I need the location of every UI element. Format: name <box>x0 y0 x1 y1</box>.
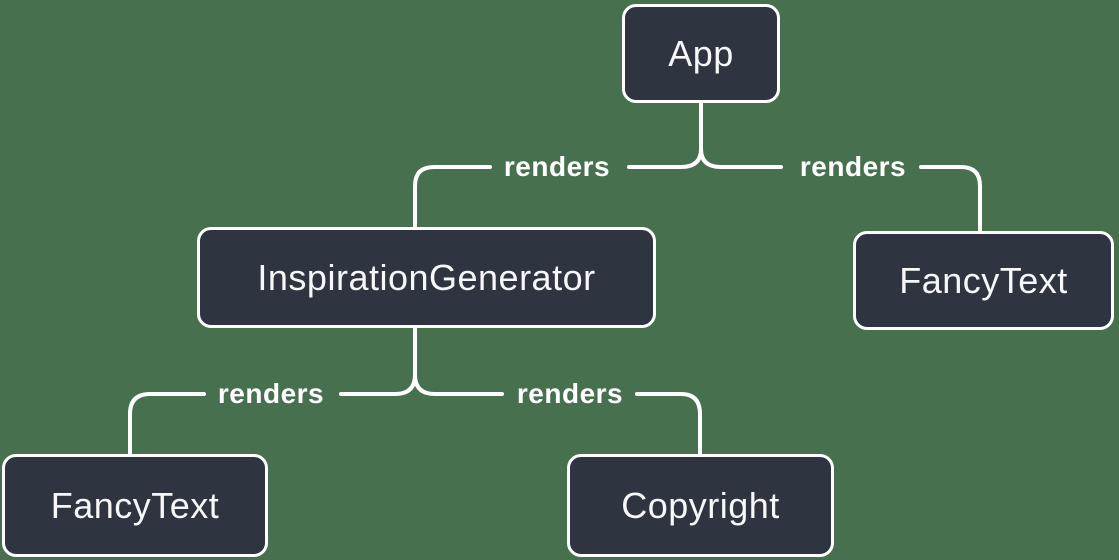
node-inspiration-generator: InspirationGenerator <box>197 227 656 328</box>
node-copyright-label: Copyright <box>621 484 780 526</box>
edge-ig-to-copyright-flare <box>413 373 504 396</box>
node-fancy-text-left: FancyText <box>2 454 268 557</box>
edge-label-app-to-fancy: renders <box>799 151 907 182</box>
edge-label-ig-to-fancy: renders <box>217 378 325 409</box>
edge-app-to-ig-flare <box>627 147 703 169</box>
edge-label-ig-to-copyright: renders <box>516 378 624 409</box>
edge-app-to-fancy <box>919 165 982 233</box>
edge-app-to-fancy-flare <box>699 147 783 169</box>
node-app-label: App <box>668 32 734 74</box>
node-inspiration-generator-label: InspirationGenerator <box>257 256 596 298</box>
node-fancy-text-right-label: FancyText <box>899 259 1068 301</box>
node-fancy-text-right: FancyText <box>853 231 1114 330</box>
edge-ig-to-copyright <box>635 392 702 456</box>
edge-ig-to-fancy <box>128 392 206 456</box>
node-fancy-text-left-label: FancyText <box>50 484 220 526</box>
edge-ig-to-fancy-flare <box>339 373 417 396</box>
edge-app-to-ig <box>413 165 492 229</box>
node-app: App <box>622 4 780 103</box>
edge-label-app-to-ig: renders <box>503 151 611 182</box>
node-copyright: Copyright <box>567 454 834 557</box>
